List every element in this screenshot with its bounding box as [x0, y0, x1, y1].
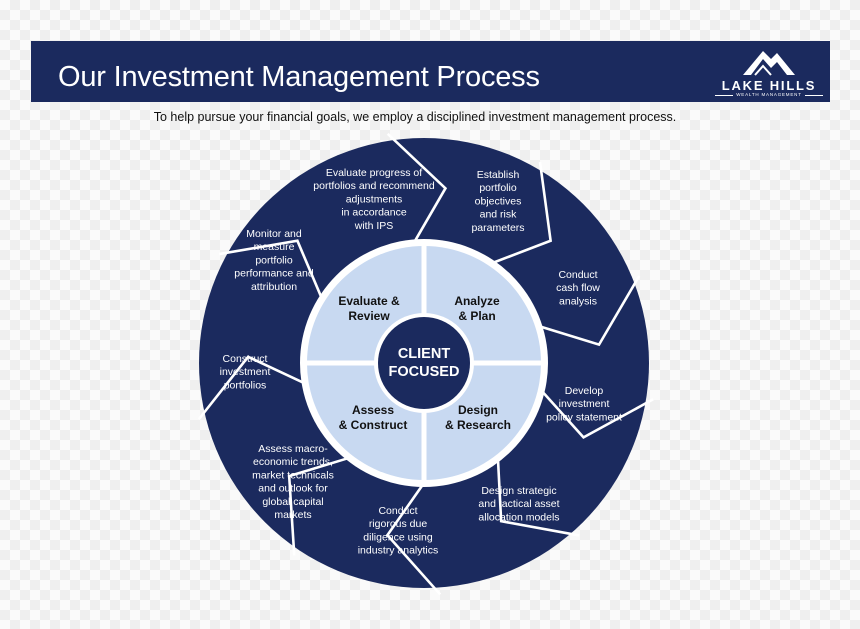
- step-label-establish-objectives-line: objectives: [475, 195, 522, 207]
- step-label-macro-trends-line: market technicals: [252, 469, 334, 481]
- step-label-due-diligence-line: industry analytics: [358, 545, 439, 557]
- step-label-cash-flow-line: Conduct: [558, 269, 597, 281]
- step-label-establish-objectives-line: portfolio: [479, 182, 517, 194]
- page-title: Our Investment Management Process: [58, 61, 540, 93]
- step-label-evaluate-progress-line: Evaluate progress of: [326, 167, 422, 179]
- step-label-monitor-performance-line: performance and: [234, 268, 314, 280]
- quadrant-label-evaluate: Evaluate &Review: [338, 294, 400, 323]
- segment-divider: [537, 275, 641, 347]
- quadrant-label-analyze-line: Analyze: [454, 294, 500, 308]
- quadrant-label-design: Design& Research: [445, 403, 511, 432]
- step-label-macro-trends: Assess macro-economic trends,market tech…: [252, 443, 334, 521]
- center-label: CLIENT FOCUSED: [389, 346, 460, 380]
- step-label-due-diligence-line: Conduct: [378, 505, 417, 517]
- center-circle: [378, 317, 470, 409]
- mountain-icon: [743, 51, 795, 76]
- step-label-monitor-performance-line: portfolio: [255, 254, 293, 266]
- step-label-evaluate-progress-line: with IPS: [354, 220, 394, 232]
- step-label-due-diligence-line: diligence using: [363, 531, 433, 543]
- quadrant-label-assess: Assess& Construct: [339, 403, 408, 432]
- step-label-macro-trends-line: economic trends,: [253, 456, 333, 468]
- center-label-line: FOCUSED: [389, 364, 460, 380]
- segment-divider: [490, 161, 553, 265]
- quadrant-label-analyze-line: & Plan: [458, 309, 495, 323]
- step-label-monitor-performance-line: attribution: [251, 281, 297, 293]
- step-label-allocation-models-line: Design strategic: [481, 485, 556, 497]
- step-label-evaluate-progress-line: portfolios and recommend: [313, 180, 435, 192]
- step-label-cash-flow-line: analysis: [559, 295, 597, 307]
- step-label-policy-statement-line: policy statement: [546, 411, 622, 423]
- step-label-construct-portfolios-line: investment: [220, 366, 271, 378]
- step-label-establish-objectives-line: Establish: [477, 169, 520, 181]
- quadrant-label-design-line: & Research: [445, 418, 511, 432]
- logo-divider-right: [805, 95, 823, 96]
- step-label-macro-trends-line: global capital: [262, 496, 323, 508]
- step-label-allocation-models-line: allocation models: [478, 511, 559, 523]
- step-label-establish-objectives-line: parameters: [471, 222, 524, 234]
- quadrant-label-analyze: Analyze& Plan: [454, 294, 500, 323]
- header-banner: Our Investment Management Process LAKE H…: [31, 41, 830, 102]
- segment-divider: [496, 457, 580, 537]
- segment-divider: [539, 389, 654, 440]
- intro-text: To help pursue your financial goals, we …: [153, 110, 677, 124]
- step-label-due-diligence-line: rigorous due: [369, 518, 428, 530]
- step-label-establish-objectives-line: and risk: [480, 209, 518, 221]
- step-label-policy-statement-line: investment: [559, 398, 610, 410]
- quadrant-label-assess-line: & Construct: [339, 418, 408, 432]
- quadrant-label-assess-line: Assess: [352, 403, 394, 417]
- segment-divider: [385, 482, 442, 596]
- quadrant-label-design-line: Design: [458, 403, 498, 417]
- logo-divider-left: [715, 95, 733, 96]
- quadrant-label-evaluate-line: Review: [348, 309, 390, 323]
- step-label-monitor-performance-line: measure: [254, 241, 295, 253]
- step-label-macro-trends-line: and outlook for: [258, 483, 328, 495]
- center-label-line: CLIENT: [398, 346, 451, 362]
- segment-divider: [386, 132, 448, 245]
- segment-divider: [218, 239, 324, 300]
- step-label-macro-trends-line: markets: [274, 509, 311, 521]
- step-label-allocation-models-line: and tactical asset: [478, 498, 559, 510]
- step-label-macro-trends-line: Assess macro-: [258, 443, 328, 455]
- quadrant-label-evaluate-line: Evaluate &: [338, 294, 400, 308]
- inner-quadrants: CLIENT FOCUSED Evaluate &Review Analyze& Pl…: [300, 239, 548, 487]
- step-label-construct-portfolios-line: portfolios: [224, 379, 267, 391]
- step-label-cash-flow-line: cash flow: [556, 282, 600, 294]
- step-label-evaluate-progress-line: in accordance: [341, 207, 407, 219]
- logo-name: LAKE HILLS: [721, 78, 817, 93]
- step-label-construct-portfolios-line: Construct: [223, 353, 268, 365]
- company-logo: LAKE HILLS WEALTH MANAGEMENT: [715, 45, 823, 99]
- step-label-evaluate-progress-line: adjustments: [346, 193, 403, 205]
- segment-divider: [287, 456, 351, 556]
- logo-tagline: WEALTH MANAGEMENT: [736, 92, 802, 97]
- step-label-policy-statement-line: Develop: [565, 385, 604, 397]
- step-label-monitor-performance-line: Monitor and: [246, 228, 302, 240]
- segment-divider: [197, 355, 307, 420]
